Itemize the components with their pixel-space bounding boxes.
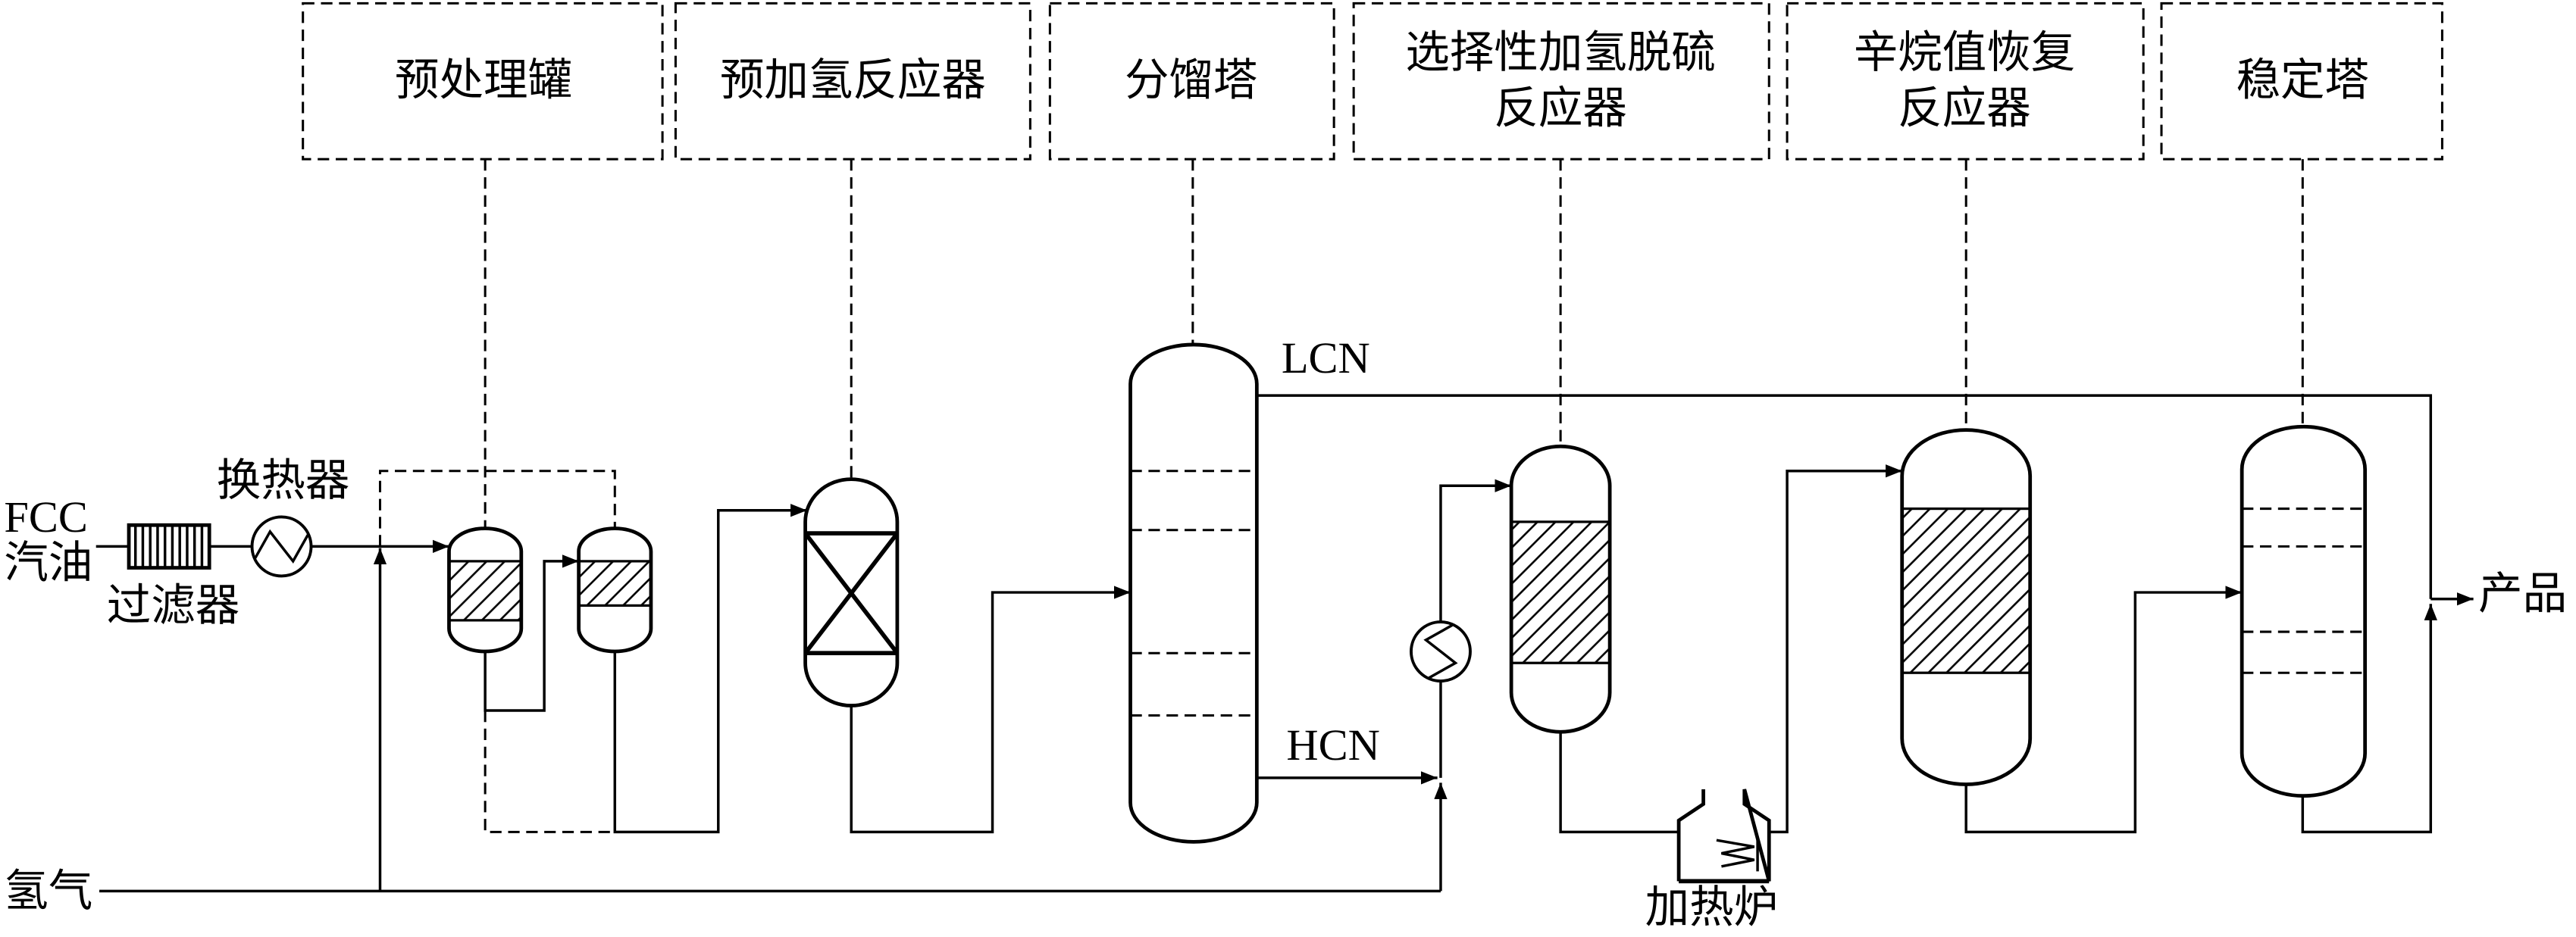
filter-icon: [127, 523, 211, 570]
hydrogen-label: 氢气: [4, 867, 92, 916]
unit-box-pretreatment-tank: [302, 2, 664, 161]
feed-label-line1: FCC: [4, 492, 88, 542]
heat-exchanger-hcn-coil: [1423, 623, 1458, 679]
octane-recovery-reactor-bed: [1901, 507, 2032, 674]
unit-label-hds-reactor-line1: 选择性加氢脱硫: [1405, 28, 1715, 77]
stabilizer-trays: [2242, 508, 2365, 674]
stabilizer-column: [2240, 424, 2368, 798]
furnace-label: 加热炉: [1645, 883, 1778, 932]
unit-label-fractionator: 分馏塔: [1125, 56, 1257, 105]
lcn-line: [1257, 394, 2433, 599]
filter-stripes: [133, 525, 204, 568]
unit-box-stabilizer: [2160, 2, 2443, 161]
furnace-coil: [1716, 839, 1755, 868]
unit-box-hds-reactor: [1352, 2, 1770, 161]
unit-label-stabilizer: 稳定塔: [2236, 56, 2369, 105]
prehydrogenation-reactor-bed-symbol: [803, 531, 900, 656]
heat-exchanger-feed-coil: [254, 529, 309, 564]
pretreatment-tank-2-bed: [577, 560, 653, 607]
stabilizer-bottom-line: [2301, 604, 2437, 834]
fractionator-column: [1128, 342, 1259, 844]
furnace-icon: [1676, 789, 1771, 882]
filter-label: 过滤器: [107, 581, 239, 630]
lcn-label: LCN: [1282, 333, 1370, 383]
furnace-to-octane-line: [1769, 464, 1902, 834]
unit-box-prehydrogenation-reactor: [674, 2, 1031, 161]
unit-label-pretreatment-tank: 预处理罐: [395, 56, 572, 105]
unit-label-octane-recovery-line1: 辛烷值恢复: [1854, 28, 2075, 77]
fractionator-trays: [1130, 470, 1257, 717]
unit-label-hds-reactor-line2: 反应器: [1494, 83, 1626, 133]
hds-reactor-bed: [1510, 520, 1611, 664]
pretreatment-group-boundary-top: [378, 470, 616, 547]
pretreatment-tank-1-bed: [447, 560, 523, 622]
unit-label-prehydrogenation-reactor: 预加氢反应器: [720, 56, 986, 105]
hds-to-furnace-line: [1559, 732, 1679, 834]
product-label: 产品: [2478, 570, 2567, 619]
tank1-to-tank2-line: [484, 554, 579, 712]
unit-box-octane-recovery-reactor: [1786, 2, 2145, 161]
tank2-to-reactor-line: [613, 504, 807, 834]
unit-label-octane-recovery-line2: 反应器: [1898, 83, 2030, 133]
reactor-to-fractionator-line: [850, 586, 1131, 834]
feed-label-line2: 汽油: [4, 539, 92, 588]
pretreatment-group-boundary-bottom: [484, 711, 615, 833]
heat-exchanger-label: 换热器: [217, 456, 349, 505]
octane-to-stabilizer-line: [1964, 586, 2243, 834]
hcn-label: HCN: [1286, 720, 1379, 770]
